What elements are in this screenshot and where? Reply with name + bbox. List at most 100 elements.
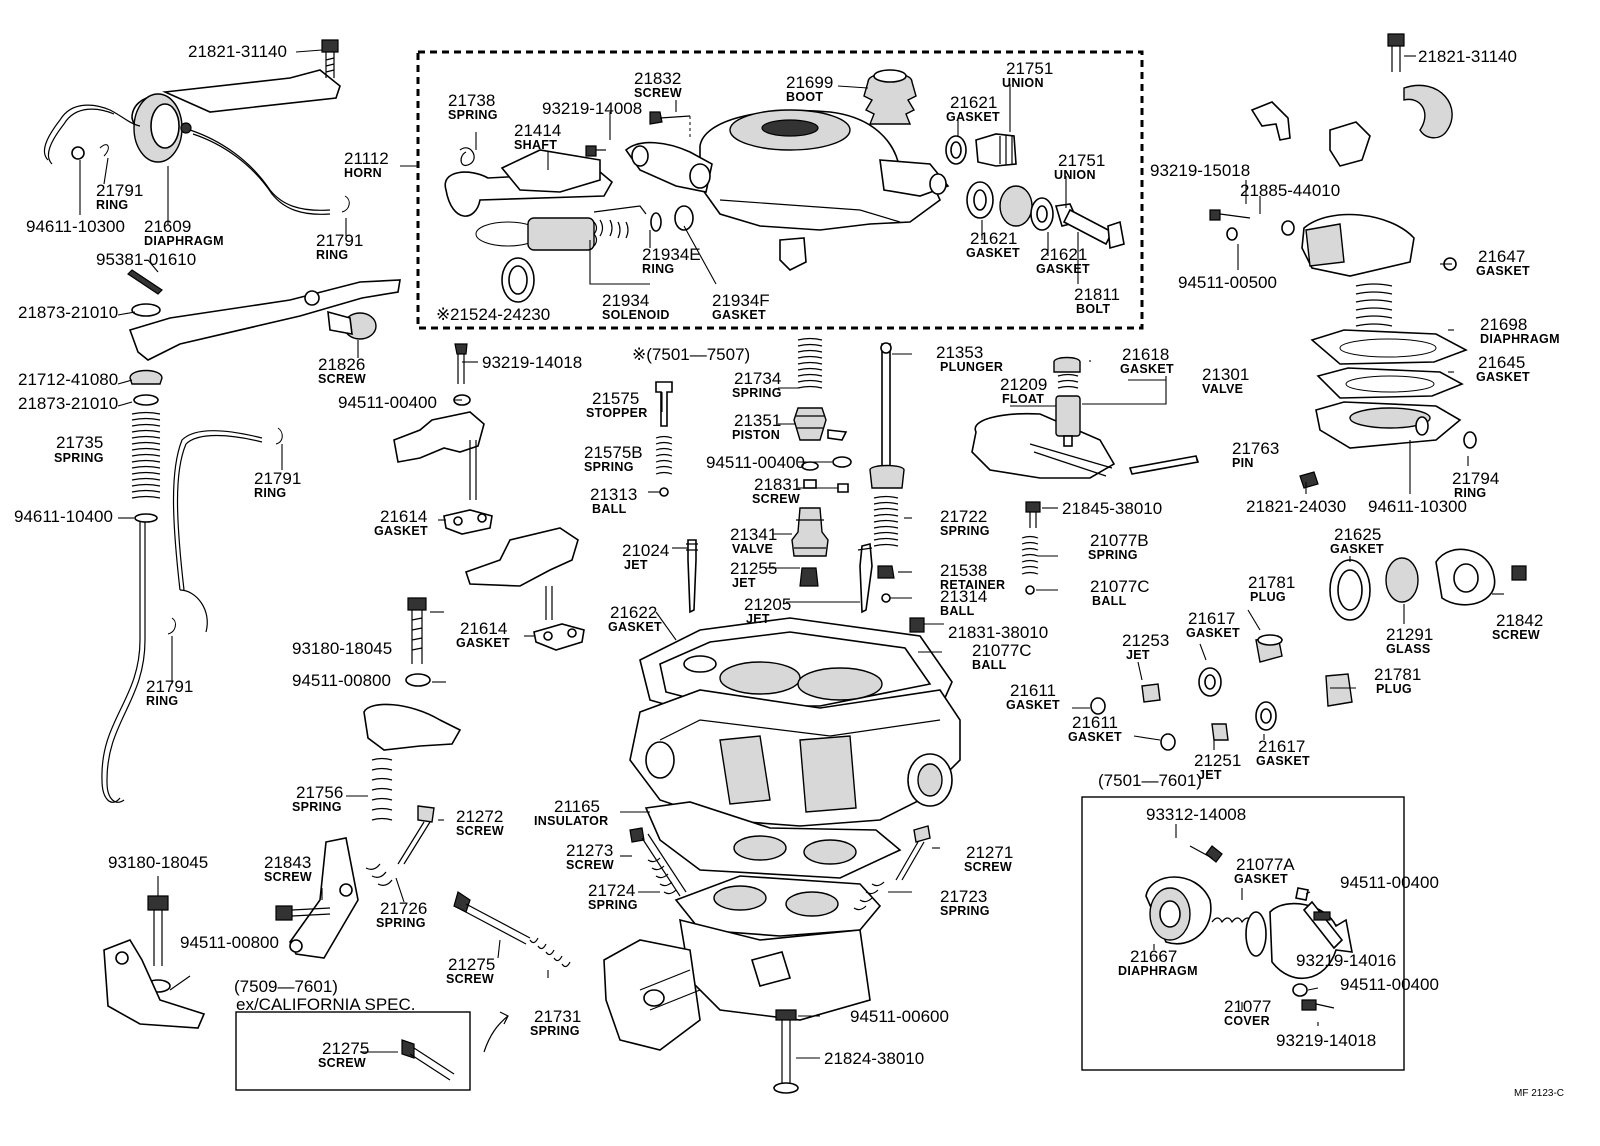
part-number: 94511-00400 <box>1340 873 1439 892</box>
boot-21699-drawing <box>863 69 917 125</box>
horn-solenoid-assembly-drawing <box>444 111 694 303</box>
part-number: 21313 <box>590 485 637 504</box>
part-number: 94611-10400 <box>14 507 113 526</box>
part-number: 21077B <box>1090 531 1149 550</box>
jets-21024-21205-drawing <box>686 539 873 614</box>
part-number: 94511-00500 <box>1178 273 1277 292</box>
part-name: GASKET <box>1036 262 1090 276</box>
part-number: 21024 <box>622 541 669 560</box>
part-name: GASKET <box>608 620 662 634</box>
sight-glass-group-drawing <box>1329 548 1527 621</box>
part-name: STOPPER <box>586 406 648 420</box>
part-name: GASKET <box>456 636 510 650</box>
california-spec-inset-frame <box>235 1011 471 1091</box>
figure-code: MF 2123-C <box>1514 1088 1564 1099</box>
part-name: GASKET <box>1476 370 1530 384</box>
part-name: GASKET <box>1256 754 1310 768</box>
part-number: 21077 <box>1224 997 1271 1016</box>
part-name: GLASS <box>1386 642 1431 656</box>
unions-gaskets-right-drawing <box>945 133 1125 250</box>
label-p67: 94511-00800 <box>180 933 279 952</box>
part-name: SCREW <box>752 492 800 506</box>
range-note-7501-7601: (7501—7601) <box>1098 771 1202 790</box>
part-name: SCREW <box>456 824 504 838</box>
label-p81: 94511-00500 <box>1178 273 1277 292</box>
part-number: 21165 <box>554 797 600 816</box>
part-number: 21622 <box>610 603 657 622</box>
part-number: 94511-00800 <box>180 933 279 952</box>
part-number: 21831 <box>754 475 801 494</box>
part-number: 21845-38010 <box>1062 499 1162 518</box>
part-name: SPRING <box>1088 548 1138 562</box>
part-number: 21843 <box>264 853 311 872</box>
part-name: INSULATOR <box>534 814 608 828</box>
part-name: GASKET <box>712 308 766 322</box>
part-number: 94511-00600 <box>850 1007 949 1026</box>
part-number: 94511-00400 <box>1340 975 1439 994</box>
label-p61: 94511-00800 <box>292 671 391 690</box>
label-p09: 21712-41080 <box>18 370 118 389</box>
part-number: 21712-41080 <box>18 370 118 389</box>
part-number: 21625 <box>1334 525 1381 544</box>
leader-lines <box>79 49 1504 1059</box>
part-name: JET <box>732 576 756 590</box>
part-number: 21731 <box>534 1007 581 1026</box>
part-number: 21273 <box>566 841 613 860</box>
part-name: BALL <box>940 604 975 618</box>
part-name: SCREW <box>318 1056 366 1070</box>
part-number: 21611 <box>1010 681 1056 700</box>
part-name: VALVE <box>732 542 773 556</box>
part-name: PLUG <box>1376 682 1412 696</box>
diaphragm-pump-inset-drawing <box>1145 845 1353 1011</box>
part-number: 21791 <box>254 469 301 488</box>
part-number: 21575B <box>584 443 643 462</box>
part-number: 21414 <box>514 121 561 140</box>
part-name: GASKET <box>946 110 1000 124</box>
part-name: DIAPHRAGM <box>1118 964 1198 978</box>
part-name: SCREW <box>264 870 312 884</box>
label-p101: 94511-00400 <box>1340 873 1439 892</box>
part-name: PLUNGER <box>940 360 1003 374</box>
label-p99: 93312-14008 <box>1146 805 1246 824</box>
part-name: GASKET <box>1120 362 1174 376</box>
part-name: SPRING <box>292 800 342 814</box>
range-note-7501-7507: ※(7501—7507) <box>632 345 750 364</box>
fast-idle-linkage-drawing <box>275 597 462 959</box>
part-number: 21341 <box>730 525 777 544</box>
label-p77: 21824-38010 <box>824 1049 924 1068</box>
part-number: 94511-00800 <box>292 671 391 690</box>
part-number: 21621 <box>970 229 1017 248</box>
part-number: 93312-14008 <box>1146 805 1246 824</box>
label-p30: 21524-24230 <box>450 305 550 324</box>
part-number: 21614 <box>460 619 507 638</box>
part-name: SPRING <box>732 386 782 400</box>
asterisk-marker: ※ <box>436 305 450 324</box>
label-p78: 21821-31140 <box>1418 47 1517 66</box>
part-number: 21209 <box>1000 375 1047 394</box>
label-p13: 94611-10400 <box>14 507 113 526</box>
part-number: 21791 <box>146 677 193 696</box>
california-spec-note: ex/CALIFORNIA SPEC. <box>236 995 416 1014</box>
part-name: GASKET <box>1186 626 1240 640</box>
part-number: 21609 <box>144 217 191 236</box>
range-note-7509-7601: (7509—7601) <box>234 977 338 996</box>
